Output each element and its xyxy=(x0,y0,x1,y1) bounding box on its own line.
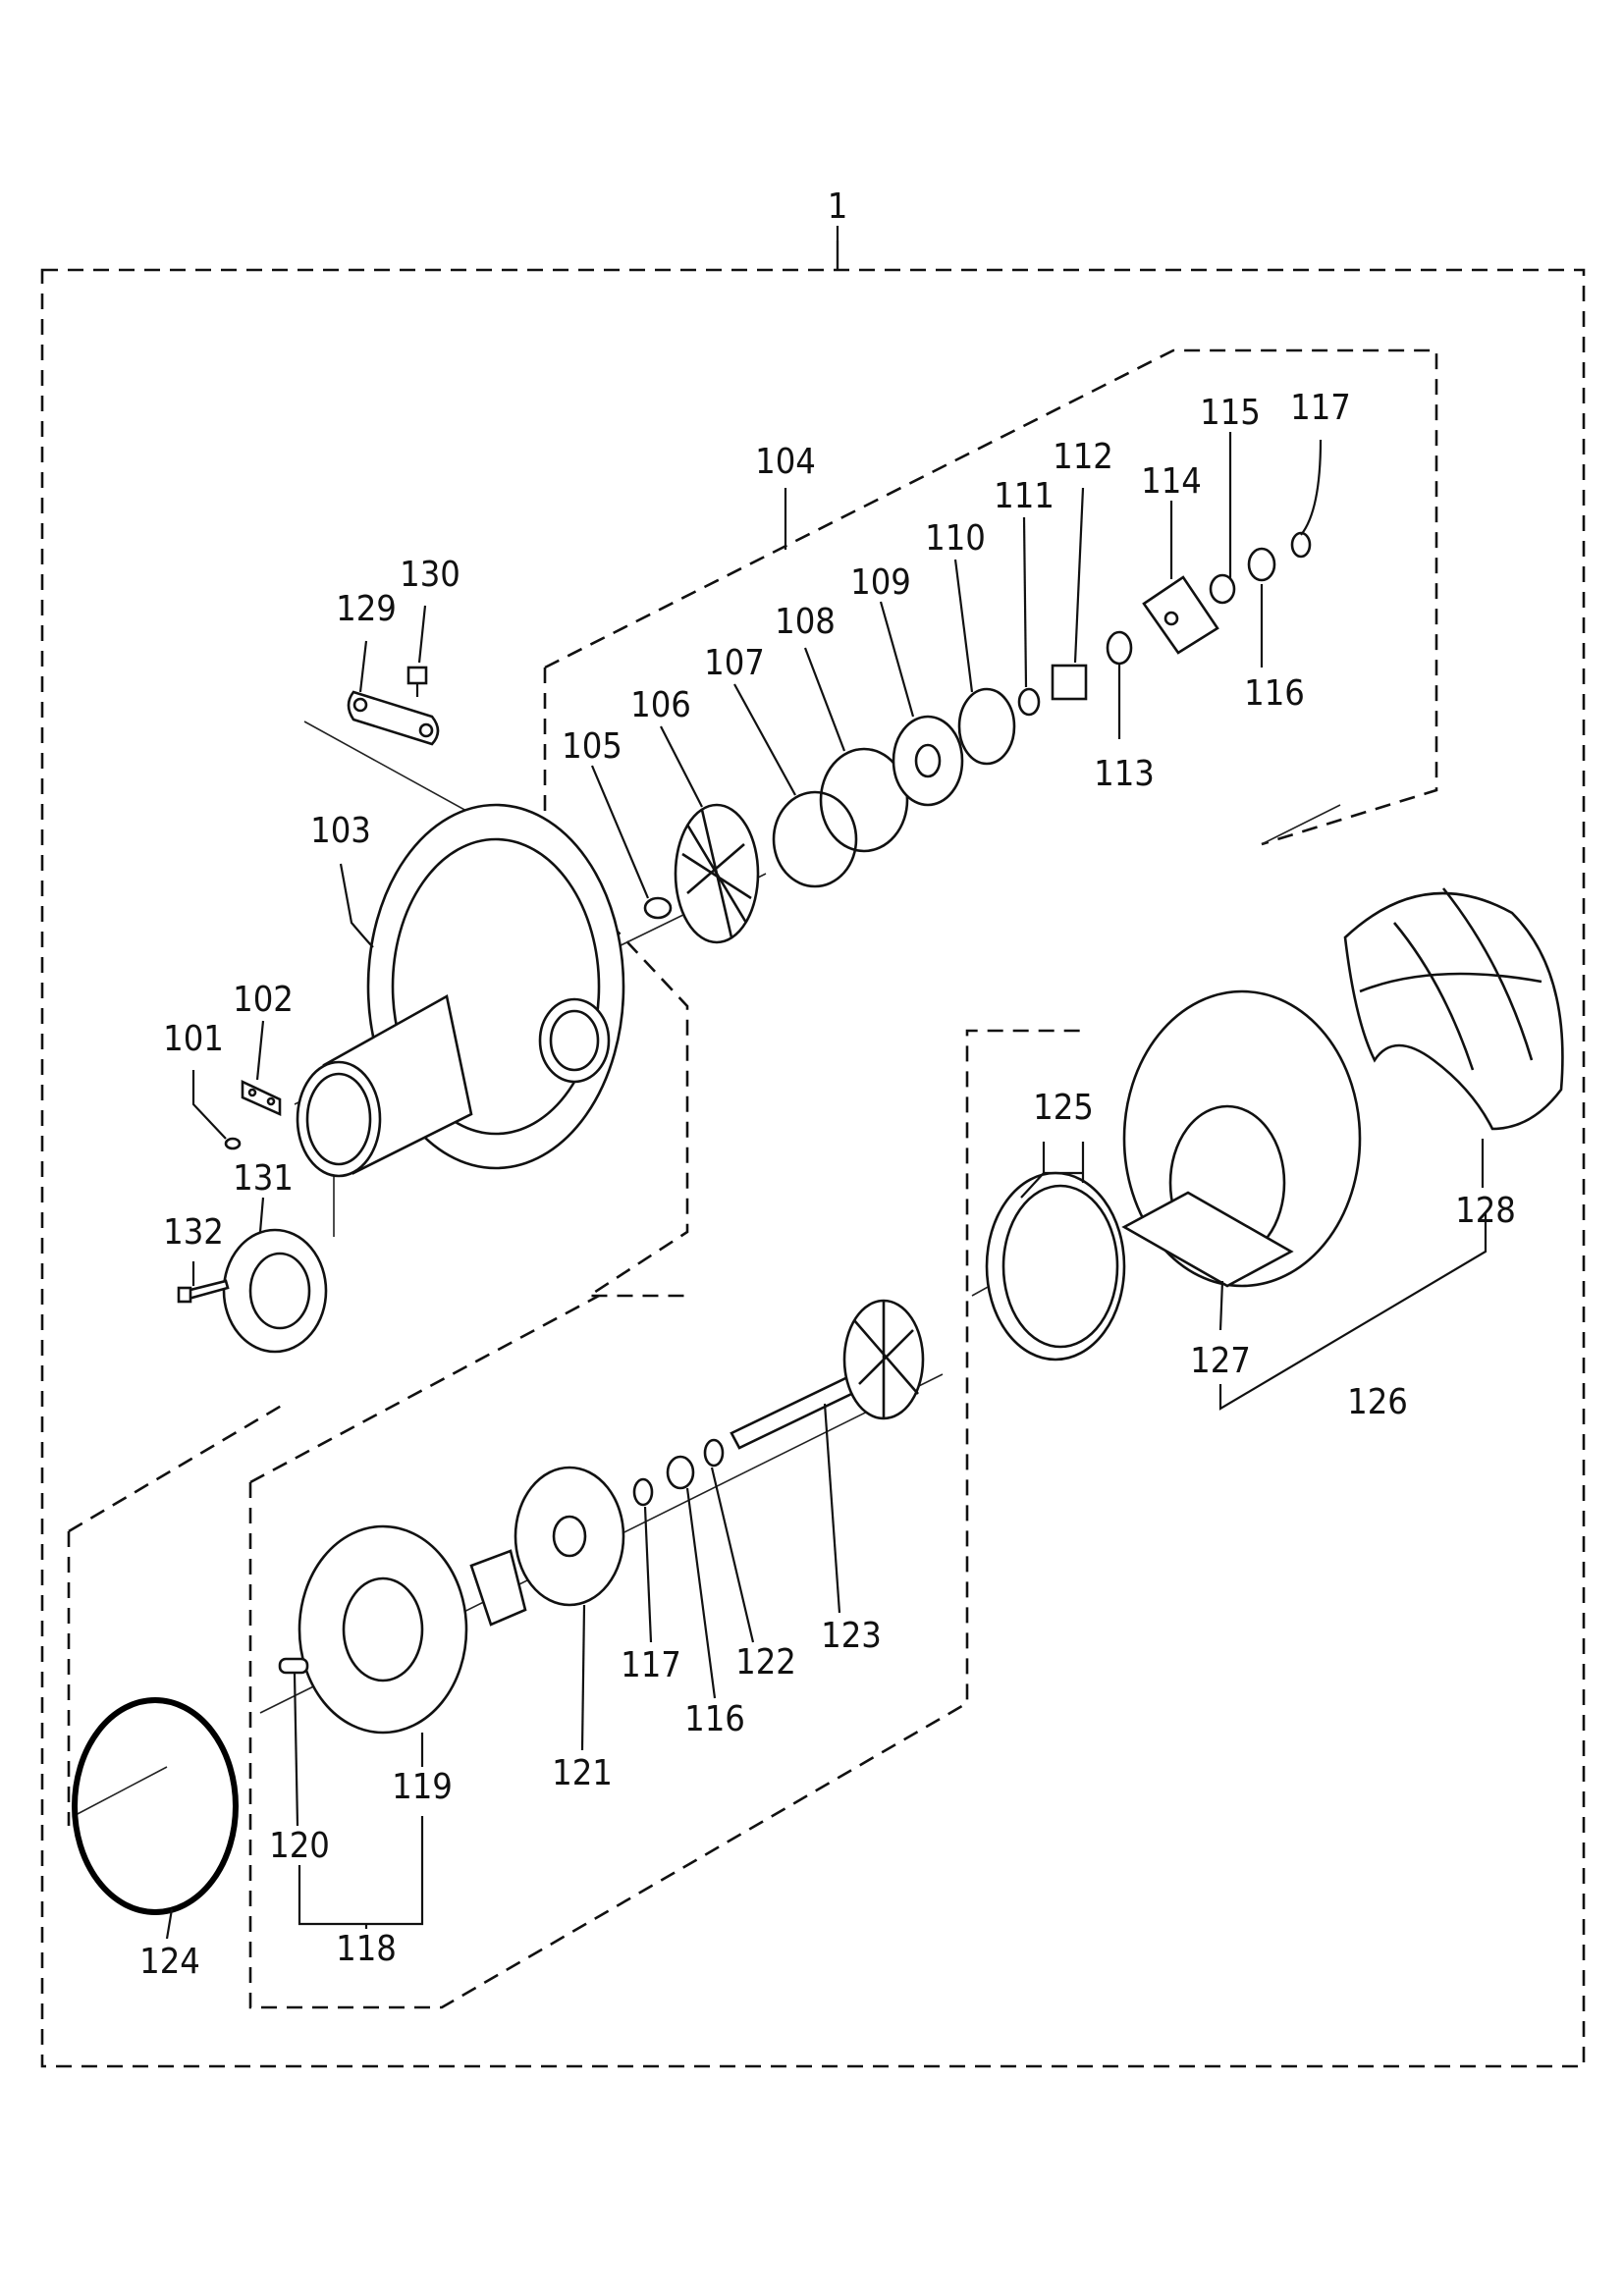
label-127: 127 xyxy=(1190,1341,1251,1381)
bracket-129 xyxy=(347,690,440,746)
washer-113 xyxy=(1106,630,1133,666)
center-section-boundary xyxy=(248,1029,1080,2009)
compressor-housing-103 xyxy=(296,803,625,1178)
screw-130 xyxy=(406,666,428,697)
shaft-and-wheel-123 xyxy=(730,1299,925,1450)
pin-120 xyxy=(278,1657,309,1675)
seal-plate-121 xyxy=(514,1466,625,1607)
plate-102 xyxy=(241,1079,282,1117)
label-111: 111 xyxy=(994,476,1055,516)
label-117-lower: 117 xyxy=(621,1645,681,1685)
ring-117-upper xyxy=(1290,531,1312,559)
turbine-housing-127 xyxy=(1121,989,1362,1288)
v-band-clamp-125 xyxy=(985,1171,1126,1362)
thrust-bearing-114 xyxy=(1142,575,1219,655)
flange-131 xyxy=(222,1228,328,1354)
screw-101 xyxy=(224,1137,242,1150)
label-129: 129 xyxy=(336,589,397,629)
o-ring-108 xyxy=(819,747,909,853)
thrust-collar-110 xyxy=(957,687,1016,766)
snap-ring-107 xyxy=(772,790,858,888)
label-110: 110 xyxy=(925,518,986,559)
label-118: 118 xyxy=(336,1929,397,1969)
label-121: 121 xyxy=(552,1753,613,1793)
bushing-115 xyxy=(1209,573,1236,605)
label-117-upper: 117 xyxy=(1290,388,1351,428)
bearing-housing-119 xyxy=(298,1524,527,1735)
insert-109 xyxy=(892,715,964,807)
label-101: 101 xyxy=(163,1019,224,1059)
label-130: 130 xyxy=(400,555,460,595)
label-122: 122 xyxy=(735,1642,796,1682)
label-107: 107 xyxy=(704,643,765,683)
label-132: 132 xyxy=(163,1212,224,1253)
compressor-wheel-106 xyxy=(674,803,760,944)
label-103: 103 xyxy=(310,811,371,851)
label-106: 106 xyxy=(630,685,691,725)
label-116-upper: 116 xyxy=(1244,673,1305,714)
ring-122 xyxy=(703,1438,725,1468)
heat-shield-128 xyxy=(1343,887,1564,1131)
label-116-lower: 116 xyxy=(684,1699,745,1739)
label-119: 119 xyxy=(392,1767,453,1807)
sleeve-112 xyxy=(1051,664,1088,701)
label-115: 115 xyxy=(1200,393,1261,433)
label-126: 126 xyxy=(1347,1382,1408,1422)
label-113: 113 xyxy=(1094,754,1155,794)
label-102: 102 xyxy=(233,980,294,1020)
label-120: 120 xyxy=(269,1826,330,1866)
o-ring-124 xyxy=(72,1697,239,1915)
nut-105 xyxy=(643,896,673,920)
label-114: 114 xyxy=(1141,461,1202,502)
label-123: 123 xyxy=(821,1616,882,1656)
bearing-116-upper xyxy=(1247,547,1276,582)
label-104: 104 xyxy=(755,442,816,482)
ring-117-lower xyxy=(632,1477,654,1507)
label-125: 125 xyxy=(1033,1088,1094,1128)
label-1: 1 xyxy=(828,187,848,227)
label-108: 108 xyxy=(775,602,836,642)
ring-111 xyxy=(1017,687,1041,717)
leader-lines xyxy=(165,226,1488,1940)
label-105: 105 xyxy=(562,726,622,767)
bearing-116-lower xyxy=(666,1455,695,1490)
bolt-132 xyxy=(177,1279,230,1304)
part-labels: 1 104 115 117 112 111 114 110 109 108 10… xyxy=(139,187,1516,1982)
label-109: 109 xyxy=(850,562,911,603)
label-128: 128 xyxy=(1455,1191,1516,1231)
label-112: 112 xyxy=(1053,437,1113,477)
label-124: 124 xyxy=(139,1942,200,1982)
label-131: 131 xyxy=(233,1158,294,1199)
